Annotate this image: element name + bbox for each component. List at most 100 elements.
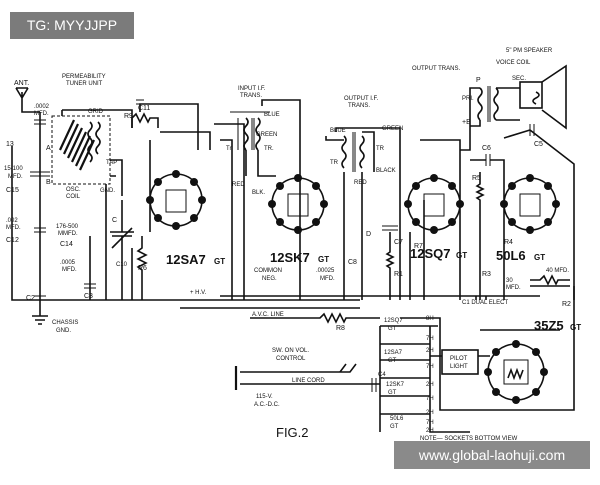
label-sq7-2: GT — [388, 326, 397, 332]
label-c12: C12 — [6, 237, 19, 244]
label-input-if2: TRANS. — [240, 93, 262, 99]
label-a: A — [46, 145, 51, 152]
label-tuner1: PERMEABILITY — [62, 74, 106, 80]
label-h7b: 7H — [426, 364, 434, 370]
label-tr: Tr — [226, 146, 231, 152]
label-blue2: BLUE — [330, 128, 346, 134]
label-c00025a: .00025 — [316, 268, 335, 274]
label-r2: R2 — [562, 301, 571, 308]
label-c11: C11 — [138, 105, 150, 112]
label-c0005a: .0005 — [60, 260, 76, 266]
label-h7a: 7H — [426, 336, 434, 342]
tube-name-50l6: 50L6 — [496, 248, 526, 263]
label-r6: R6 — [138, 265, 147, 272]
main-wiring — [11, 64, 575, 433]
schematic-labels: ANT. .0002 MFD. PERMEABILITY TUNER UNIT … — [4, 48, 571, 442]
label-osc2: COIL — [66, 194, 81, 200]
label-c00025b: MFD. — [320, 276, 335, 282]
tube-suffix-12sa7: GT — [214, 257, 225, 266]
label-c15: C15 — [6, 187, 19, 194]
label-c15b: MFD. — [8, 174, 23, 180]
tube-names: 12SA7 GT 12SK7 GT 12SQ7 GT 50L6 GT 35Z5 … — [166, 246, 581, 333]
label-sq7-1: 12SQ7 — [384, 318, 403, 324]
label-r8: R8 — [336, 325, 345, 332]
label-c3: C3 — [84, 293, 93, 300]
label-black: BLACK — [376, 168, 396, 174]
label-h7c: 7H — [426, 396, 434, 402]
label-c176b: MMFD. — [58, 231, 78, 237]
watermark-bottom-right: www.global-laohuji.com — [394, 441, 590, 469]
label-v115a: 115-V. — [256, 394, 273, 400]
label-chassis2: GND. — [56, 328, 71, 334]
label-line-cord: LINE CORD — [292, 378, 325, 384]
label-c002a: .002 — [6, 218, 18, 224]
label-l6-1: 50L6 — [390, 416, 404, 422]
tube-name-12sq7: 12SQ7 — [410, 246, 450, 261]
label-h2b: 2H — [426, 382, 434, 388]
label-c1-dual: C1 DUAL ELECT — [462, 300, 508, 306]
label-sk7-1: 12SK7 — [386, 382, 405, 388]
label-pri: PRI. — [462, 96, 474, 102]
tube-suffix-35z5: GT — [570, 323, 581, 332]
label-voice-coil: VOICE COIL — [496, 60, 531, 66]
label-c1a: .0002 — [34, 104, 50, 110]
label-output-trans: OUTPUT TRANS. — [412, 66, 460, 72]
label-red2: RED — [354, 180, 367, 186]
label-c5: C5 — [534, 141, 543, 148]
label-c15a: 15-100 — [4, 166, 23, 172]
label-c1b: MFD. — [34, 111, 49, 117]
label-grid: GRID — [88, 109, 104, 115]
label-red: RED — [232, 182, 245, 188]
tube-name-12sk7: 12SK7 — [270, 250, 310, 265]
label-c4: C4 — [378, 372, 386, 378]
label-h2d: 2H — [426, 428, 434, 434]
label-ant: ANT. — [14, 80, 29, 87]
label-r3: R3 — [482, 271, 491, 278]
label-d: D — [366, 231, 371, 238]
label-tr4: TR — [376, 146, 385, 152]
label-c002b: MFD. — [6, 225, 21, 231]
label-h2a: 2H — [426, 348, 434, 354]
label-chassis1: CHASSIS — [52, 320, 78, 326]
label-blk: BLK. — [252, 190, 265, 196]
label-c14: C14 — [60, 241, 73, 248]
label-c8: C8 — [348, 259, 357, 266]
label-plus-b: +B — [462, 119, 471, 126]
label-c2: C2 — [26, 295, 35, 302]
label-green2: GREEN — [382, 126, 403, 132]
label-input-if1: INPUT I.F. — [238, 86, 266, 92]
label-osc1: OSC. — [66, 187, 81, 193]
label-c: C — [112, 217, 117, 224]
label-c13: 13 — [6, 141, 14, 148]
label-tap: TAP — [106, 160, 117, 166]
label-c7: C7 — [394, 239, 403, 246]
label-mfd40: 40 MFD. — [546, 268, 569, 274]
label-r7: R7 — [414, 243, 423, 250]
label-h2c: 2H — [426, 410, 434, 416]
label-v115b: A.C.-D.C. — [254, 402, 280, 408]
label-mfd30: 30 — [506, 278, 513, 284]
label-gnd: GND. — [100, 188, 115, 194]
label-hv: + H.V. — [190, 290, 207, 296]
label-l6-2: GT — [390, 424, 399, 430]
label-r9: R9 — [124, 113, 133, 120]
label-note: NOTE— SOCKETS BOTTOM VIEW — [420, 436, 518, 442]
label-h8: 8H — [426, 316, 434, 322]
label-p: P — [476, 77, 481, 84]
label-c6: C6 — [482, 145, 491, 152]
label-sw1: SW. ON VOL. — [272, 348, 309, 354]
label-mfd30b: MFD. — [506, 285, 521, 291]
figure-caption: FIG.2 — [276, 425, 309, 440]
label-r4: R4 — [504, 239, 513, 246]
label-pilot1: PILOT — [450, 356, 468, 362]
label-speaker: 5" PM SPEAKER — [506, 48, 553, 54]
label-c0005b: MFD. — [62, 267, 77, 273]
label-sk7-2: GT — [388, 390, 397, 396]
label-output-if1: OUTPUT I.F. — [344, 96, 379, 102]
label-green: GREEN — [256, 132, 277, 138]
label-pilot2: LIGHT — [450, 364, 468, 370]
tube-suffix-12sk7: GT — [318, 255, 329, 264]
label-r5: R5 — [472, 175, 481, 182]
